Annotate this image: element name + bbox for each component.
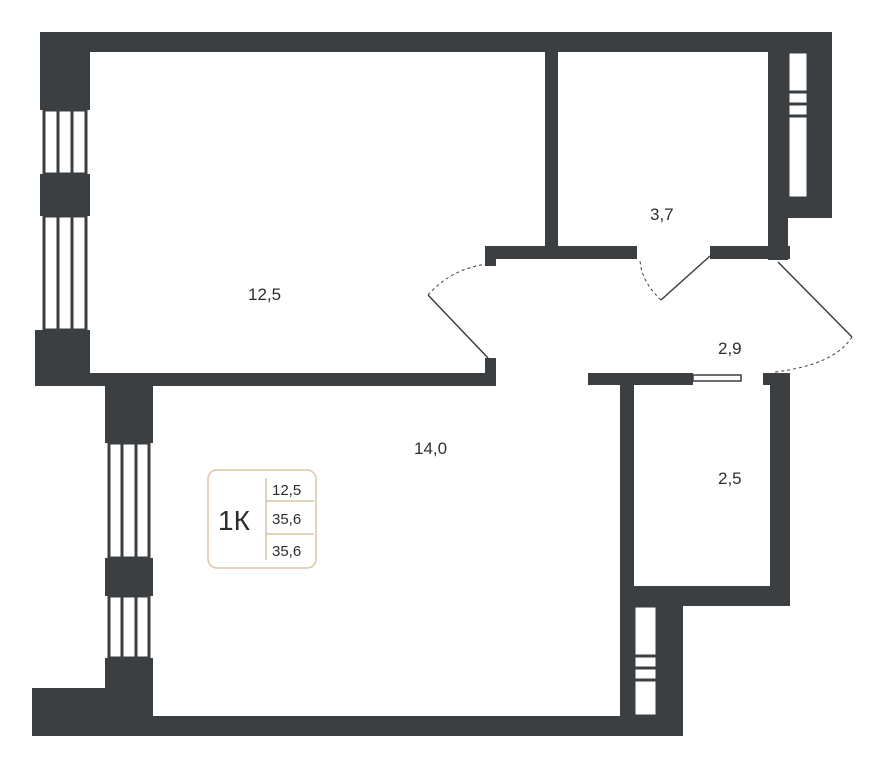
room-area-4: 14,0 [414,439,447,458]
wall-right-inner [768,32,788,260]
room-area-5: 2,5 [718,469,742,488]
wall-right-bottom [657,586,683,736]
wall-opening-stub [485,358,496,386]
wall-bottom [32,716,683,736]
badge-frame [207,469,317,569]
walls [32,32,832,736]
room-area-3: 2,9 [718,339,742,358]
wall-bath-left [620,373,634,736]
window-left-1 [42,108,88,176]
wall-bath-bottom [620,586,790,606]
wall-left-top [40,32,90,110]
wall-left-pier [40,174,90,216]
doors [427,255,853,382]
wall-bath-right [770,373,790,606]
window-right-2 [632,604,659,718]
wall-right-upper [808,32,832,218]
door-storage [660,255,711,301]
window-left-3 [107,441,151,560]
window-left-2 [42,214,88,332]
badge-value-2: 35,6 [272,511,301,528]
wall-corridor-top [485,246,637,259]
wall-bath-top-right [763,373,790,385]
door-bedroom [427,294,489,359]
badge-value-3: 35,6 [272,543,301,560]
door-sliding-bath [692,374,742,382]
wall-bedroom-bottom [35,373,495,386]
window-right-1 [786,50,810,200]
apartment-badge: 1К 12,5 35,6 35,6 [207,469,317,569]
wall-living-pier [105,558,153,596]
room-area-2: 3,7 [650,205,674,224]
wall-step-left [105,373,153,443]
windows [42,50,810,718]
wall-bath-top [588,373,693,385]
door-entrance [777,261,853,338]
wall-corridor-stub [485,246,496,266]
window-left-4 [107,594,151,660]
apartment-type: 1К [218,505,251,536]
wall-divider-vertical [545,32,558,257]
room-area-1: 12,5 [248,285,281,304]
badge-value-1: 12,5 [272,482,301,499]
wall-top [40,32,832,52]
